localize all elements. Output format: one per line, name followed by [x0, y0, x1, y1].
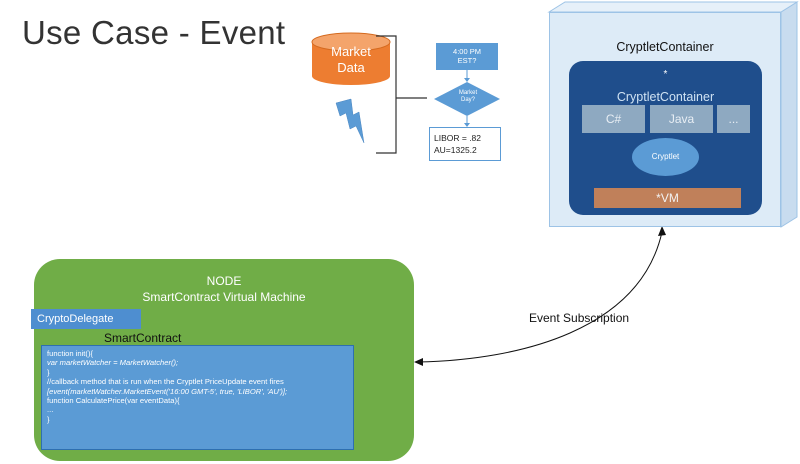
code-line: [event(marketWatcher.MarketEvent('16:00 …: [47, 386, 288, 396]
market-data-cylinder: [311, 32, 391, 85]
code-line: function init(){: [47, 349, 94, 358]
cryptlet-oval: Cryptlet: [632, 138, 699, 176]
crypto-delegate-tab: CryptoDelegate: [31, 309, 141, 329]
market-day-diamond: [434, 82, 500, 116]
time-check-line1: 4:00 PM: [453, 47, 481, 56]
time-check-line2: EST?: [457, 56, 477, 65]
result-line2: AU=1325.2: [434, 145, 477, 155]
page-title: Use Case - Event: [22, 14, 286, 51]
market-data-line2: Data: [337, 60, 365, 75]
language-java: Java: [650, 105, 713, 133]
smart-contract-label: SmartContract: [104, 331, 182, 345]
code-line: }: [47, 414, 50, 424]
lightning-icon: [335, 98, 365, 144]
market-data-label: Market Data: [310, 44, 392, 76]
code-block: function init(){ var marketWatcher = Mar…: [41, 345, 354, 450]
result-box: LIBOR = .82 AU=1325.2: [429, 127, 501, 161]
cryptlet-container-inner-label: CryptletContainer: [616, 90, 715, 104]
container-top-face: [547, 1, 799, 13]
code-line: function CalculatePrice(var eventData){: [47, 396, 180, 406]
market-day-line2: Day?: [460, 97, 475, 103]
event-subscription-label: Event Subscription: [529, 311, 630, 325]
market-day-label: Market Day?: [442, 90, 494, 104]
code-line: }: [47, 367, 50, 377]
market-day-line1: Market: [458, 90, 478, 96]
code-line: var marketWatcher = MarketWatcher();: [47, 358, 179, 368]
node-subtitle: SmartContract Virtual Machine: [142, 290, 306, 304]
vm-bar: *VM: [594, 188, 741, 208]
code-line: //callback method that is run when the C…: [47, 377, 284, 387]
language-more: ...: [717, 105, 750, 133]
node-title: NODE: [206, 274, 242, 288]
result-line1: LIBOR = .82: [434, 133, 482, 143]
language-csharp: C#: [582, 105, 645, 133]
code-line: ...: [47, 405, 54, 415]
cryptlet-container-outer-label: CryptletContainer: [616, 40, 714, 54]
brace-connector: [376, 35, 427, 154]
market-data-line1: Market: [331, 44, 371, 59]
event-subscription-connector: [417, 231, 663, 363]
time-check-box: 4:00 PM EST?: [436, 43, 498, 70]
container-side-face: [780, 1, 798, 228]
cryptlet-container-star: *: [663, 69, 668, 80]
